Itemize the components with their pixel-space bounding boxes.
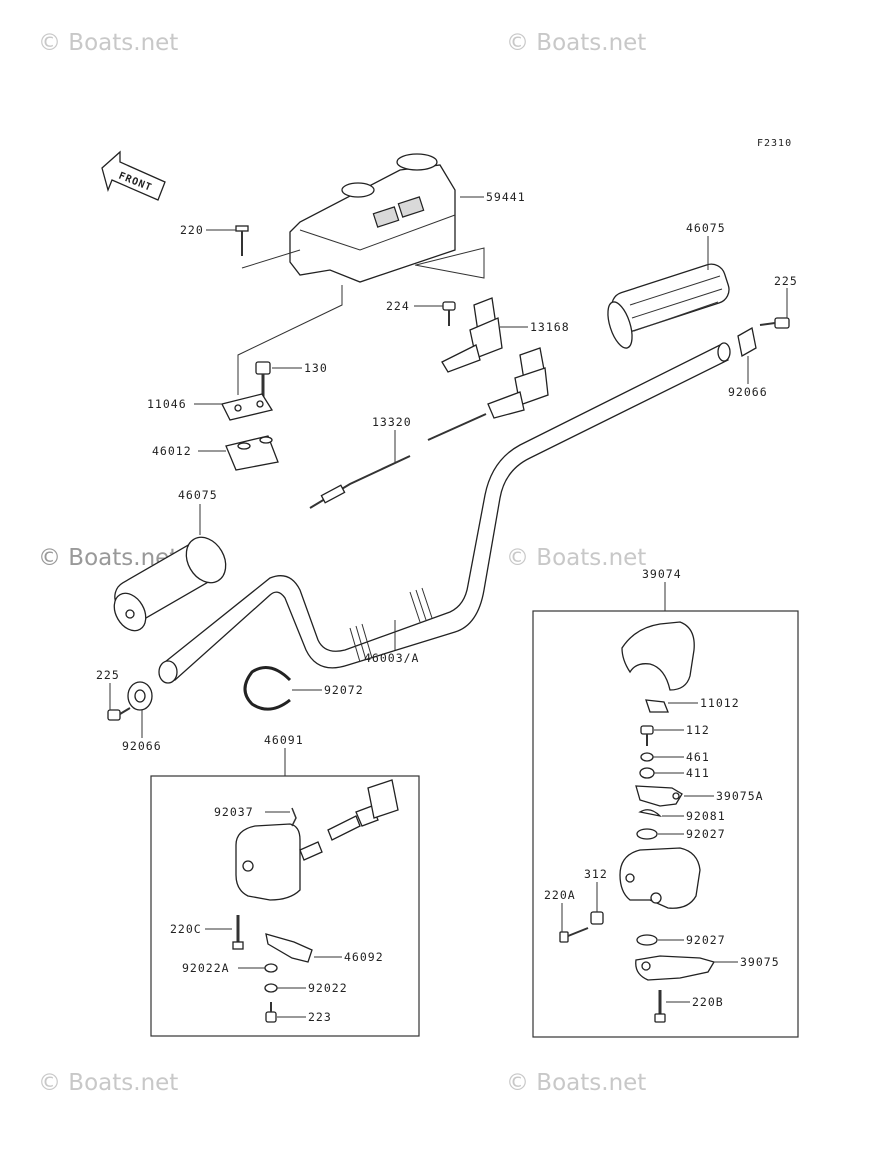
clip-92072-part — [243, 666, 292, 711]
label-92027b: 92027 — [686, 933, 726, 947]
throttle-cable-part — [309, 413, 487, 509]
nut-312-icon — [590, 911, 604, 925]
label-92066-left: 92066 — [122, 739, 162, 753]
bolt-130-icon — [255, 361, 271, 398]
right-switch-housing-part — [619, 847, 701, 909]
handlebar-cover-part — [289, 153, 456, 283]
label-92037: 92037 — [214, 805, 254, 819]
plate-11012-icon — [645, 699, 669, 713]
end-weight-92066-top-icon — [737, 326, 757, 358]
diagram-code: F2310 — [757, 138, 792, 149]
label-92072: 92072 — [324, 683, 364, 697]
front-arrow-icon: FRONT — [101, 150, 166, 201]
washer-92027b-icon — [636, 934, 658, 946]
label-46012: 46012 — [152, 444, 192, 458]
bolt-225-top-icon — [759, 317, 790, 329]
label-130: 130 — [304, 361, 328, 375]
label-13320: 13320 — [372, 415, 412, 429]
washer-92027a-icon — [636, 828, 658, 840]
watermark-mid-right: © Boats.net — [506, 545, 646, 571]
left-switch-housing-part — [235, 779, 399, 901]
end-weight-92066-left-icon — [127, 681, 153, 711]
screw-220A-icon — [559, 927, 589, 943]
label-39074: 39074 — [642, 567, 682, 581]
bolt-112-icon — [640, 725, 654, 746]
washer-411-icon — [639, 767, 655, 779]
screw-224-icon — [442, 301, 456, 326]
label-92022A: 92022A — [182, 961, 230, 975]
washer-92022A-icon — [264, 963, 278, 973]
label-39075A: 39075A — [716, 789, 764, 803]
label-112: 112 — [686, 723, 710, 737]
label-46075-left: 46075 — [178, 488, 218, 502]
watermark-top-right: © Boats.net — [506, 30, 646, 56]
label-223: 223 — [308, 1010, 332, 1024]
throttle-housing-part — [441, 297, 503, 373]
watermark-bottom-right: © Boats.net — [506, 1070, 646, 1096]
label-461: 461 — [686, 750, 710, 764]
holder-46012-part — [225, 435, 279, 471]
label-13168: 13168 — [530, 320, 570, 334]
lever-46092-part — [265, 933, 313, 963]
label-220A: 220A — [544, 888, 576, 902]
label-92022: 92022 — [308, 981, 348, 995]
label-11012: 11012 — [700, 696, 740, 710]
spring-92081-icon — [638, 809, 662, 818]
washer-461-icon — [640, 752, 654, 762]
screw-220C-icon — [232, 915, 244, 950]
washer-92022-icon — [264, 983, 278, 993]
bolt-225-left-icon — [107, 707, 131, 721]
watermark-top-left: © Boats.net — [38, 30, 178, 56]
throttle-lever-part — [487, 347, 549, 419]
screw-220-icon — [235, 225, 249, 256]
label-39075: 39075 — [740, 955, 780, 969]
label-220B: 220B — [692, 995, 724, 1009]
label-225-top: 225 — [774, 274, 798, 288]
lever-39075-part — [635, 955, 715, 981]
label-224: 224 — [386, 299, 410, 313]
label-46003A: 46003/A — [364, 651, 419, 665]
clamp-11046-part — [221, 393, 274, 421]
label-92081: 92081 — [686, 809, 726, 823]
label-11046: 11046 — [147, 397, 187, 411]
watermark-bottom-left: © Boats.net — [38, 1070, 178, 1096]
right-grip-part — [607, 263, 730, 349]
label-225-left: 225 — [96, 668, 120, 682]
label-46075-top: 46075 — [686, 221, 726, 235]
plate-39075A-part — [635, 785, 683, 807]
screw-223-icon — [265, 1002, 277, 1023]
label-92066-top: 92066 — [728, 385, 768, 399]
label-92027a: 92027 — [686, 827, 726, 841]
label-59441: 59441 — [486, 190, 526, 204]
label-220: 220 — [180, 223, 204, 237]
handlebar-part — [158, 342, 731, 684]
label-411: 411 — [686, 766, 710, 780]
label-46092: 46092 — [344, 950, 384, 964]
left-grip-part — [113, 536, 227, 632]
label-312: 312 — [584, 867, 608, 881]
screw-220B-icon — [654, 990, 666, 1023]
cover-39074-part — [621, 621, 695, 691]
label-46091: 46091 — [264, 733, 304, 747]
label-220C: 220C — [170, 922, 202, 936]
